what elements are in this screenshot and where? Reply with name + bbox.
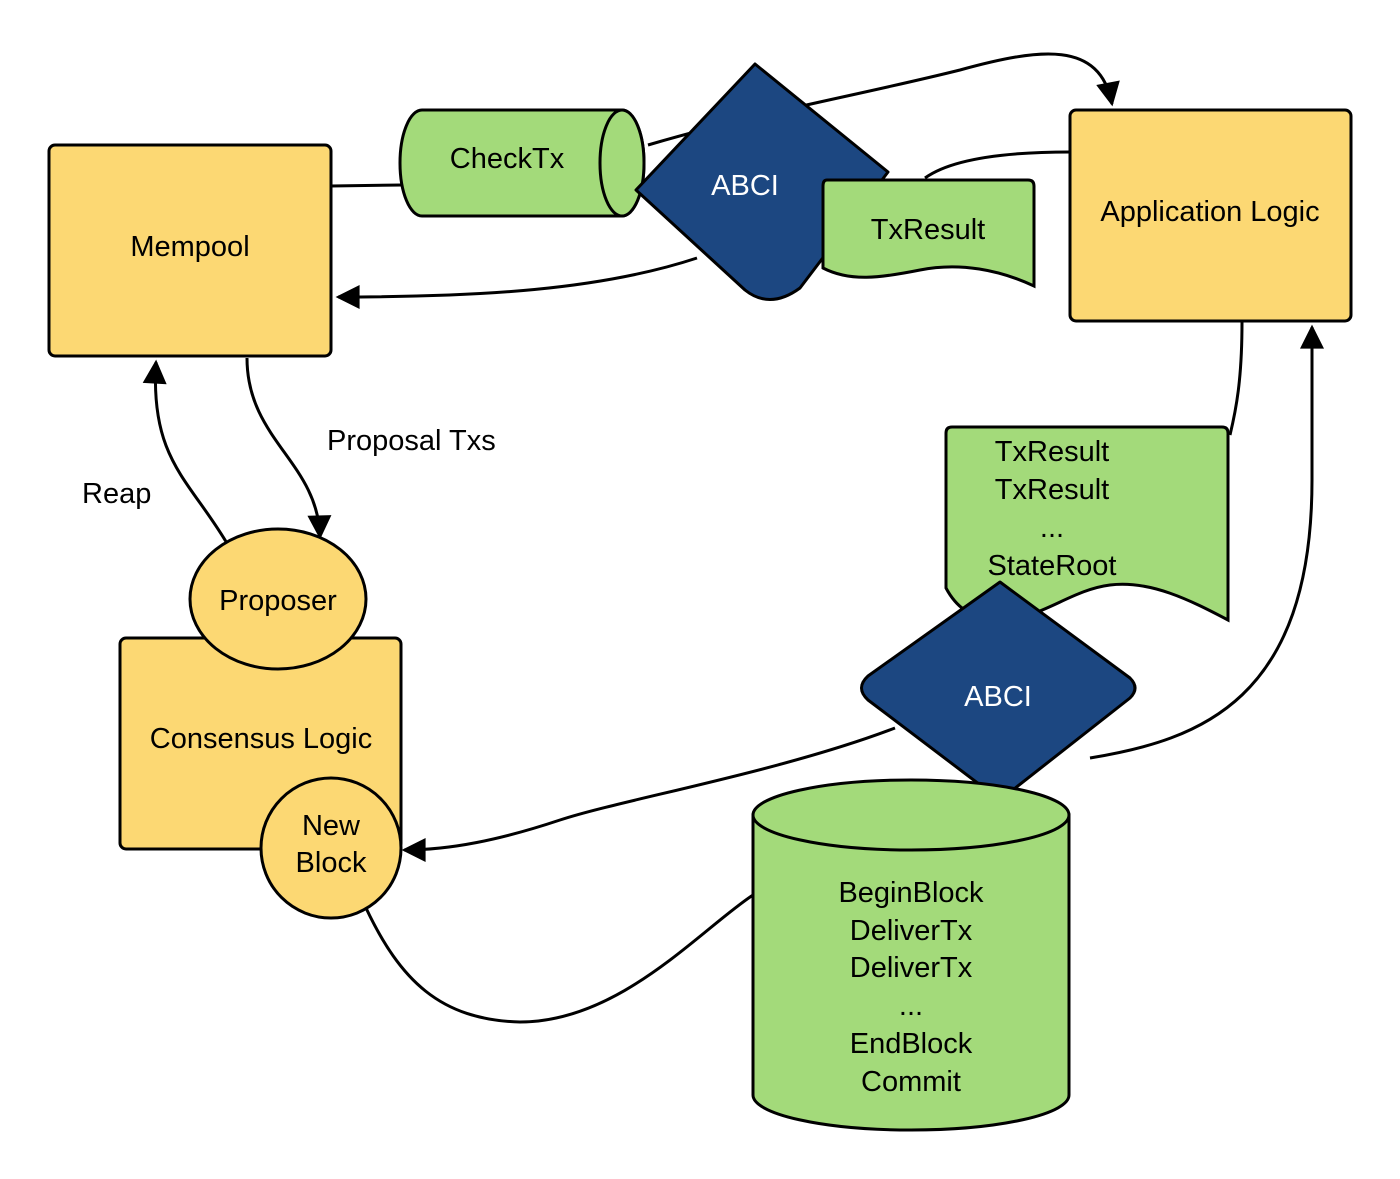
checktx-label: CheckTx — [450, 143, 565, 175]
results-doc-line-2: TxResult — [995, 474, 1109, 506]
application-logic-label: Application Logic — [1100, 196, 1319, 228]
connector-mempool-to-proposer — [245, 357, 332, 540]
connector-application-logic-to-txresult — [924, 150, 1071, 180]
edge-label-reap: Reap — [82, 478, 151, 510]
connector-abci-bottom-to-new-block — [401, 726, 896, 862]
results-doc-line-1: TxResult — [995, 436, 1109, 468]
block-db-node: BeginBlock DeliverTx DeliverTx ... EndBl… — [751, 778, 1071, 1132]
results-doc-line-4: StateRoot — [988, 550, 1117, 582]
connector-new-block-to-block-db — [364, 893, 754, 1024]
new-block-node: New Block — [259, 776, 403, 920]
txresult-top-label: TxResult — [871, 214, 985, 246]
connector-abci-to-mempool — [335, 256, 698, 309]
block-db-line-5: EndBlock — [850, 1028, 973, 1060]
results-doc-node: TxResult TxResult ... StateRoot — [944, 425, 1230, 623]
mempool-label: Mempool — [130, 231, 249, 263]
abci-bottom-label: ABCI — [964, 681, 1032, 713]
abci-bottom-node: ABCI — [860, 580, 1137, 802]
abci-top-label: ABCI — [711, 170, 779, 202]
block-db-line-2: DeliverTx — [850, 915, 973, 947]
block-db-line-3: DeliverTx — [850, 952, 973, 984]
connector-abci-bottom-to-application-logic — [1089, 324, 1324, 760]
connector-application-logic-to-results — [1228, 321, 1244, 436]
connector-mempool-to-checktx — [330, 183, 403, 188]
application-logic-node: Application Logic — [1068, 108, 1353, 323]
proposer-node: Proposer — [188, 527, 368, 671]
results-doc-line-3: ... — [1040, 512, 1064, 544]
block-db-line-6: Commit — [861, 1066, 961, 1098]
edge-label-proposal-txs: Proposal Txs — [327, 425, 496, 457]
consensus-logic-label: Consensus Logic — [150, 723, 372, 755]
new-block-label-line-2: Block — [296, 847, 367, 879]
mempool-node: Mempool — [47, 143, 333, 358]
new-block-label-line-1: New — [302, 810, 361, 842]
block-db-line-1: BeginBlock — [838, 877, 984, 909]
txresult-top-node: TxResult — [821, 178, 1036, 289]
connector-proposer-to-mempool — [142, 359, 230, 546]
proposer-label: Proposer — [219, 585, 337, 617]
block-db-line-4: ... — [899, 990, 923, 1022]
checktx-node: CheckTx — [398, 108, 646, 218]
